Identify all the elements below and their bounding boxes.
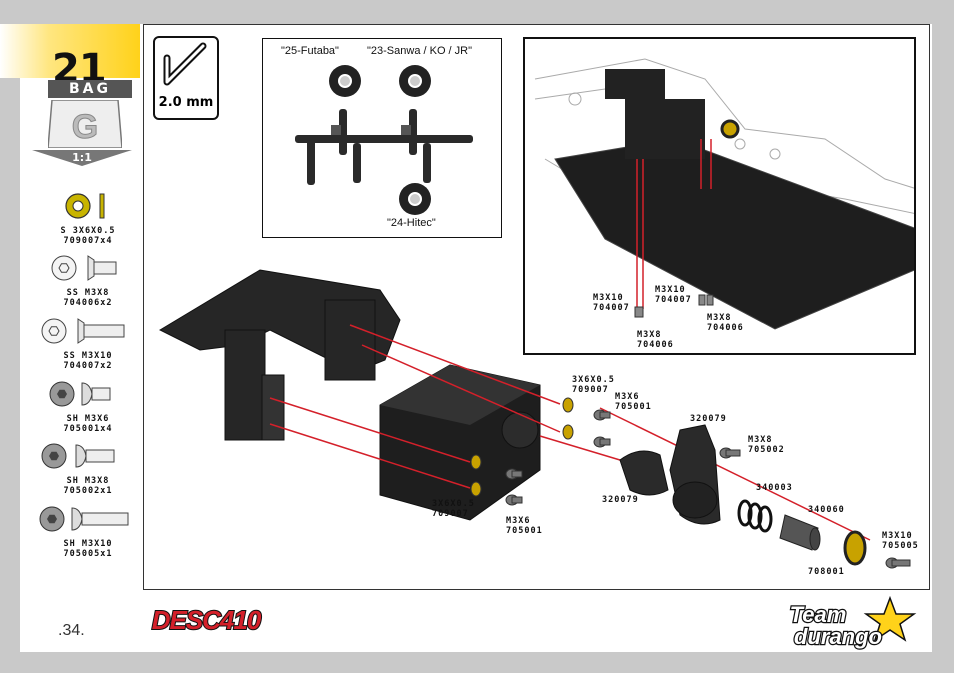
chassis-illustration	[534, 58, 914, 330]
part-code: 704007x2	[63, 361, 113, 371]
part-washer-709007: S 3X6X0.5 709007x4	[34, 190, 142, 246]
servo-mount-assembly	[605, 69, 740, 159]
part-code: 705002x1	[63, 486, 113, 496]
bag-label: BAG	[48, 80, 132, 98]
tool-size-label: 2.0 mm	[158, 95, 214, 110]
hex-key-icon	[163, 42, 207, 86]
star-icon	[863, 596, 917, 642]
bag-letter: G	[72, 108, 98, 146]
spline-label-futaba: "25-Futaba"	[281, 45, 339, 57]
part-name: SS M3X8	[66, 288, 110, 298]
bag-icon: G	[48, 100, 122, 148]
spline-adapters-icon	[295, 65, 473, 215]
adapter-sanwa	[399, 65, 431, 97]
washer-icon	[65, 193, 105, 219]
spline-label-sanwa: "23-Sanwa / KO / JR"	[367, 45, 473, 57]
servo-spline-box: "25-Futaba" "23-Sanwa / KO / JR" "24-Hit…	[262, 38, 502, 238]
inset-screws	[634, 294, 714, 318]
callout-collar: 708001	[808, 567, 845, 577]
part-screw-704007: SS M3X10 704007x2	[34, 315, 142, 371]
part-name: SS M3X10	[63, 351, 113, 361]
inset-chassis-view	[523, 37, 916, 355]
part-name: SH M3X8	[66, 476, 110, 486]
adapter-hitec	[399, 183, 431, 215]
callout-servo-arm-top: 320079	[690, 414, 727, 424]
part-name: SH M3X6	[66, 414, 110, 424]
part-screw-705001: SH M3X6 705001x4	[34, 378, 142, 434]
button-head-screw-icon	[49, 381, 111, 407]
adapter-futaba	[329, 65, 361, 97]
part-name: S 3X6X0.5	[60, 226, 116, 236]
brand-logo-team: Team	[790, 602, 847, 627]
part-screw-704006: SS M3X8 704006x2	[34, 252, 142, 308]
page-number: .34.	[58, 622, 85, 639]
scale-arrow-icon	[32, 150, 132, 166]
part-code: 704006x2	[63, 298, 113, 308]
part-name: SH M3X10	[63, 539, 113, 549]
countersunk-screw-icon	[51, 255, 117, 281]
desc410-logo: DESC410	[151, 604, 264, 636]
callout-servo-arm-bottom: 320079	[602, 495, 639, 505]
part-screw-705005: SH M3X10 705005x1	[34, 503, 142, 559]
step-frame	[143, 24, 930, 590]
spline-sprue	[295, 109, 473, 185]
spline-label-hitec: "24-Hitec"	[387, 217, 436, 229]
part-code: 705005x1	[63, 549, 113, 559]
part-screw-705002: SH M3X8 705002x1	[34, 440, 142, 496]
screw-guide-lines	[636, 139, 712, 309]
step-tab: 21	[0, 24, 140, 92]
part-code: 705001x4	[63, 424, 113, 434]
button-head-screw-icon	[39, 506, 129, 532]
callout-spring: 340003	[756, 483, 793, 493]
part-code: 709007x4	[63, 236, 113, 246]
countersunk-screw-icon	[41, 318, 125, 344]
tool-box: 2.0 mm	[153, 36, 219, 120]
brand-logo-durango: durango	[794, 624, 882, 649]
scale-label: 1:1	[72, 151, 92, 164]
callout-sleeve: 340060	[808, 505, 845, 515]
product-logo-text: DESC410	[152, 605, 262, 635]
button-head-screw-icon	[41, 443, 115, 469]
team-durango-logo: Team durango	[788, 596, 917, 650]
